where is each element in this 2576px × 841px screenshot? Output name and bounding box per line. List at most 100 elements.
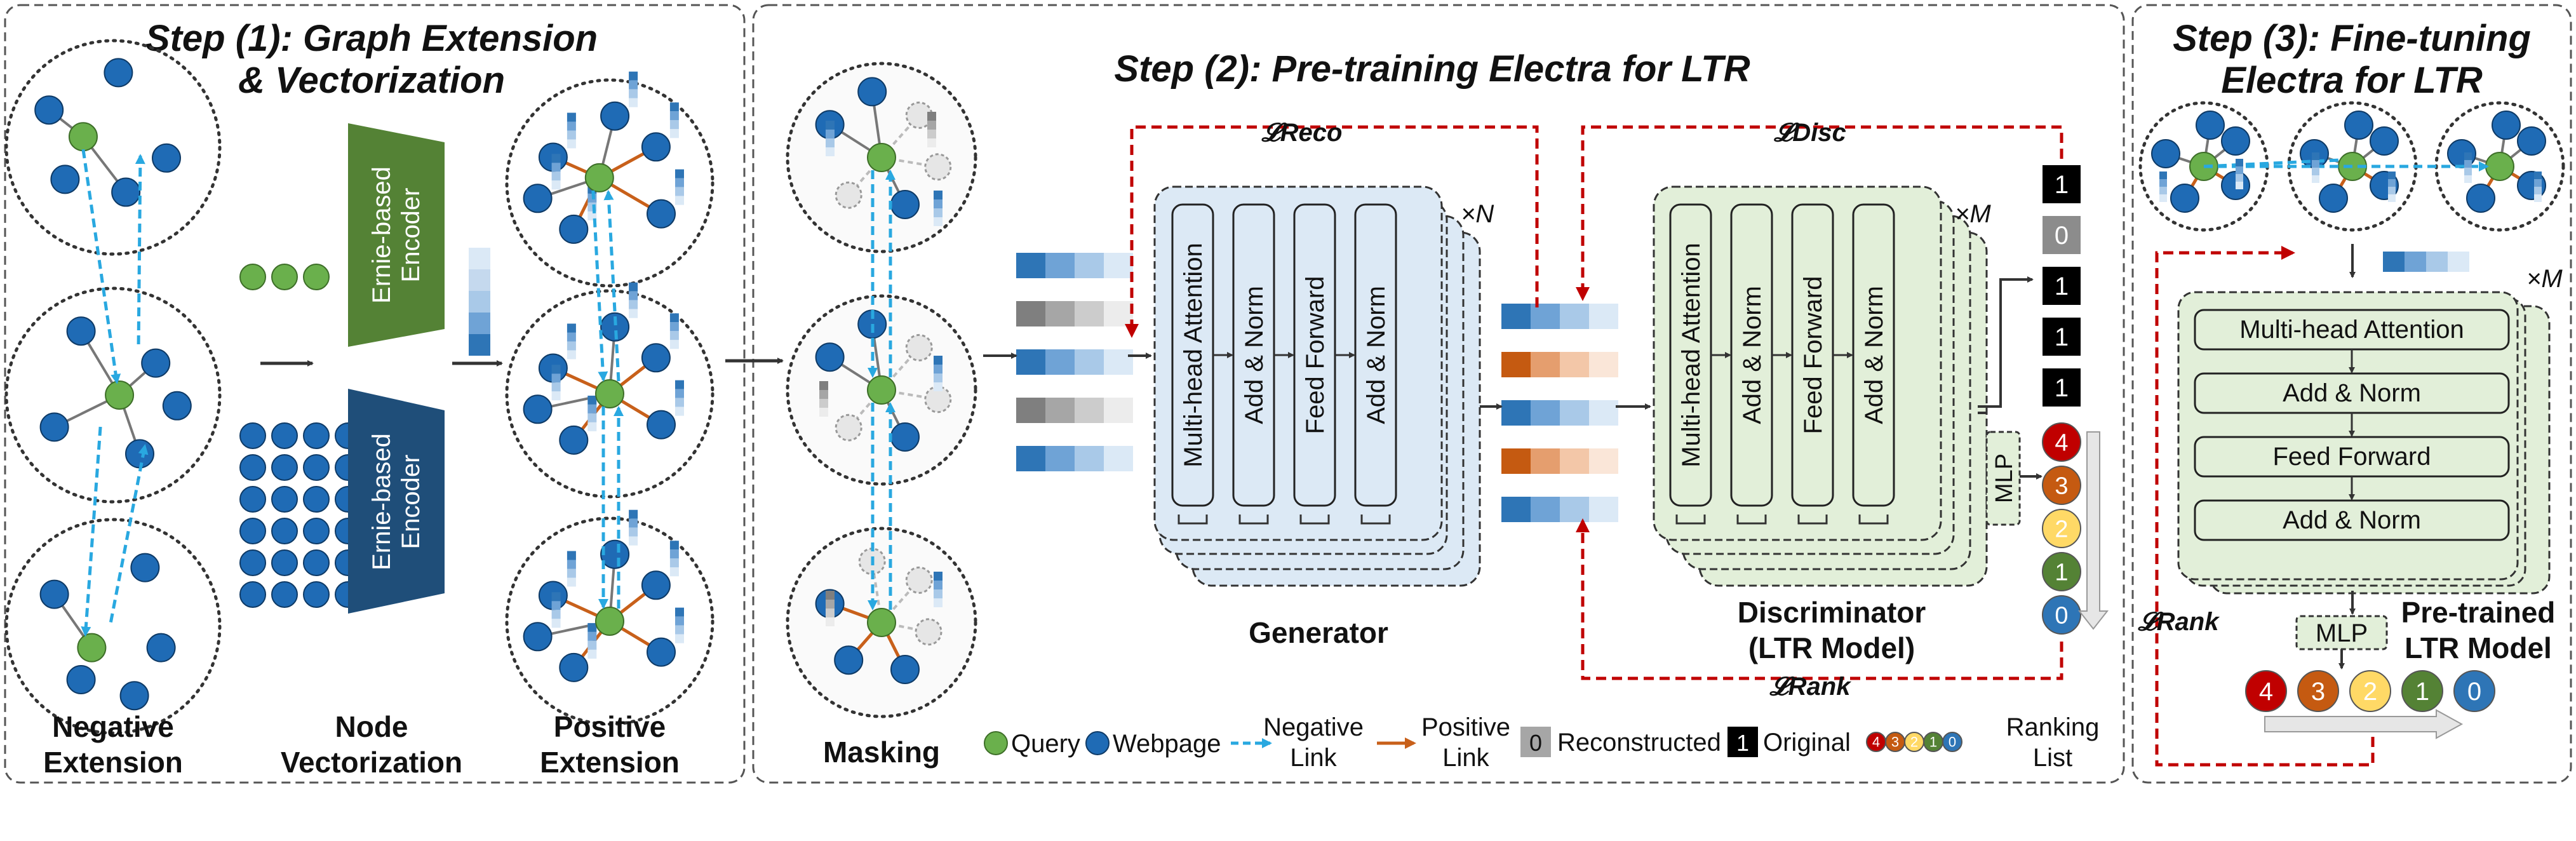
feature-cell [675,407,684,416]
token-cell [1016,398,1045,423]
token-cell [1560,304,1589,329]
node-feature-vector [934,356,943,391]
webpage-node [130,553,160,582]
feature-cell [934,191,943,199]
feature-cell [2534,172,2542,179]
feature-cell [587,395,597,405]
feature-cell [669,541,679,550]
node-feature-vector [567,323,576,360]
token-cell [1075,446,1104,471]
feature-cell [567,577,576,587]
node-feature-vector [2534,172,2542,202]
feature-cell [629,89,638,98]
webpage-node [146,633,176,663]
feature-cell [629,309,638,318]
layer-label: Multi-head Attention [1179,243,1207,468]
encoder-top-label1: Ernie-based [368,166,396,304]
token-cell [1501,400,1531,426]
webpage-node [303,518,330,544]
webpage-node [239,581,266,608]
binary-token-label: 1 [2055,272,2069,300]
encoder-bottom-label1: Ernie-based [368,433,396,570]
graph-boundary [505,78,714,288]
feature-cell [934,199,943,208]
feature-cell [934,598,943,607]
feature-cell [2464,160,2472,168]
token-row [1016,301,1133,326]
token-cell [2405,252,2426,272]
feature-cell [2312,152,2319,160]
feature-cell [587,631,597,641]
feature-cell [629,300,638,309]
webpage-node [2221,126,2250,156]
feature-cell [669,129,679,138]
node-feature-vector [669,313,679,349]
step3-repeat: ×M [2526,265,2563,293]
rank-token [2042,422,2081,462]
token-cell [1045,301,1075,326]
feature-cell [629,282,638,292]
rank-token-label: 1 [2415,678,2429,706]
legend-reconstructed-icon [1520,727,1551,757]
feature-cell [551,619,561,628]
legend-query-icon [984,731,1008,755]
feature-cell [567,323,576,333]
legend-webpage-icon [1085,731,1110,755]
layer-label: Add & Norm [2283,506,2421,534]
graph-boundary [505,289,714,499]
binary-token-label: 1 [2055,171,2069,199]
rank-token-label: 0 [1949,734,1956,750]
webpage-node [600,101,630,131]
webpage-node [523,622,553,652]
masked-graph-2 [786,294,977,486]
feature-cell [934,382,943,391]
feature-cell [927,112,936,121]
reco-loss-label: 𝓛Reco [1261,119,1343,147]
webpage-node [2319,184,2348,213]
rank-token-label: 3 [1891,734,1899,750]
token-cell [1016,349,1045,375]
feature-cell [826,121,835,130]
token-cell [1501,352,1531,377]
rank-loss-arrow [1576,518,2063,680]
graph-illustrations [4,39,2565,735]
feature-cell [587,649,597,659]
webpage-node [303,581,330,608]
feature-cell [934,356,943,365]
feature-cell [669,549,679,559]
webpage-node [271,486,298,513]
rank-token [2245,670,2287,712]
token-cell [1531,448,1560,474]
token-row [1016,446,1133,471]
feature-cell [934,208,943,217]
webpage-node [600,312,630,342]
token-cell [1045,349,1075,375]
query-node [867,375,896,405]
feature-cell [819,408,828,417]
webpage-node [2370,126,2399,156]
feature-cell [669,120,679,130]
feature-cell [927,121,936,130]
rank-token-label: 2 [2055,516,2068,542]
feature-cell [567,569,576,578]
feature-cell [2388,187,2396,194]
rank-loss-label: 𝓛Rank [1769,673,1852,701]
token-cell [1589,352,1618,377]
layer-label: Multi-head Attention [1677,243,1705,468]
graph-boundary [4,286,222,504]
feature-cell [2159,187,2167,194]
feature-cell [675,178,684,187]
webpage-node [559,425,589,455]
feature-cell [587,404,597,414]
feature-cell [669,322,679,332]
feature-cell [675,625,684,635]
graph-boundary [4,518,222,735]
token-cell [2426,252,2448,272]
token-cell [1075,349,1104,375]
rank-token-label: 1 [1929,734,1937,750]
token-row [1016,398,1133,423]
layer-label: Feed Forward [1799,276,1827,434]
generator-repeat: ×N [1461,200,1494,228]
